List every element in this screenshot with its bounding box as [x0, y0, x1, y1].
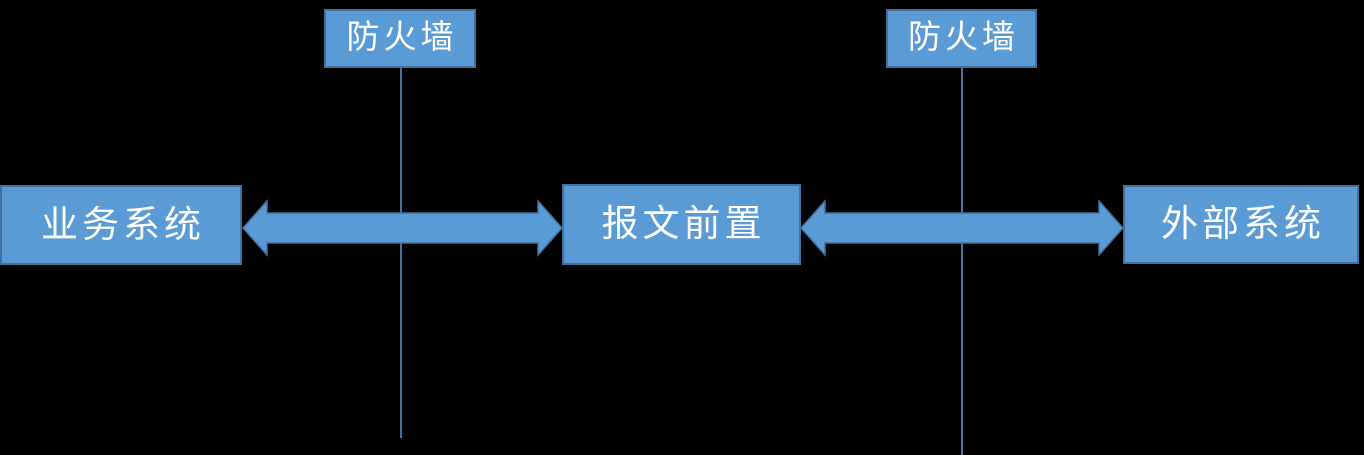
node-firewall-right: 防火墙	[886, 9, 1037, 68]
node-business-system: 业务系统	[0, 185, 242, 265]
double-arrow-business-to-message	[241, 199, 564, 257]
firewall-left-label: 防火墙	[346, 20, 458, 56]
node-external-system: 外部系统	[1123, 185, 1359, 264]
external-system-label: 外部系统	[1161, 204, 1325, 245]
message-gateway-label: 报文前置	[601, 204, 766, 245]
business-system-label: 业务系统	[41, 204, 205, 246]
node-message-gateway: 报文前置	[562, 184, 801, 265]
firewall-right-label: 防火墙	[908, 20, 1019, 56]
node-firewall-left: 防火墙	[324, 9, 476, 68]
